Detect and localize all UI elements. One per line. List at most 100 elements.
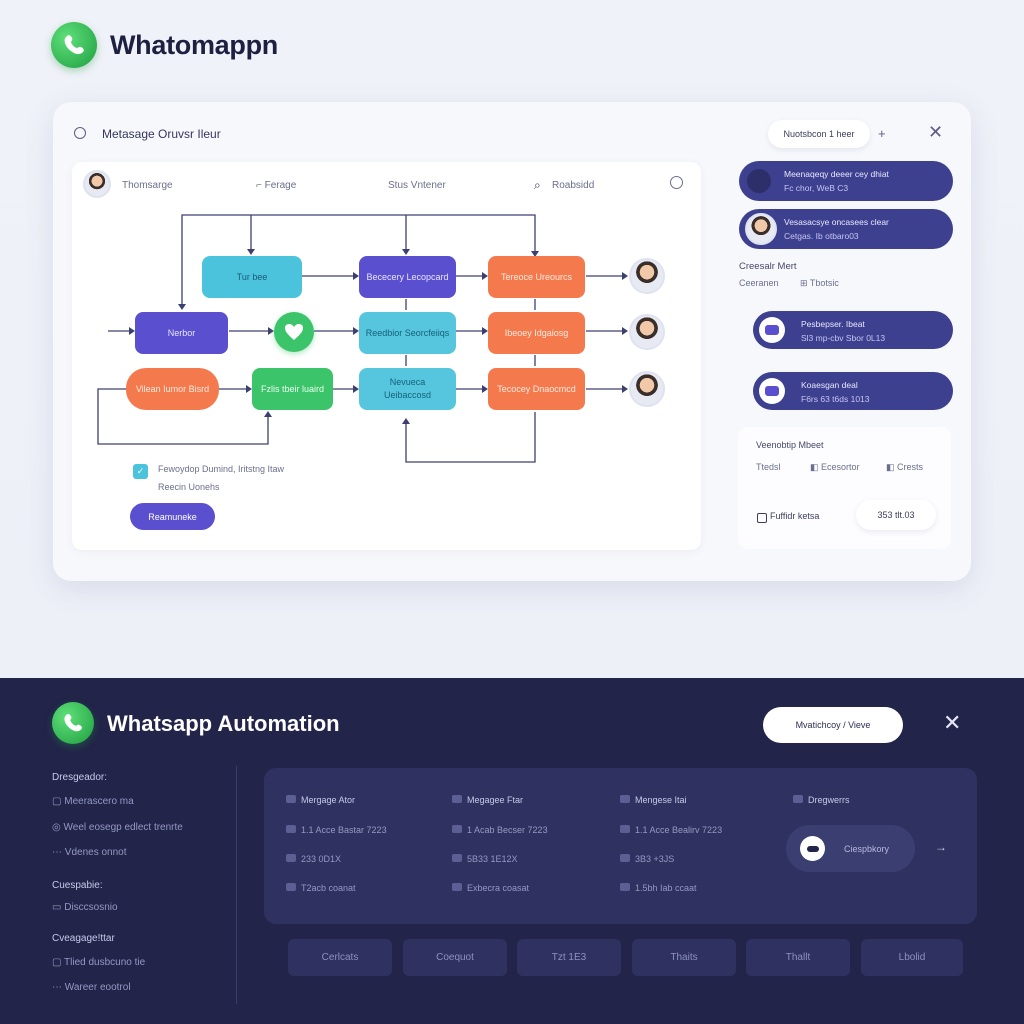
tab-3[interactable]: Tzt 1E3 [517,939,621,976]
bottom-app-title: Whatsapp Automation [107,711,340,736]
flow-node[interactable]: Reedbior Seorcfeiiqs [359,312,456,354]
tab-1[interactable]: Cerlcats [288,939,392,976]
table-cell: 1.1 Acce Bastar 7223 [301,825,387,835]
search-small-icon: ⌕ [534,178,541,192]
flow-node[interactable]: Nerbor [135,312,228,354]
table-row: 5B33 1E12X [452,854,518,864]
sidebar-item[interactable]: ▢ Meerascero ma [52,796,134,807]
search-icon[interactable] [670,176,683,189]
contact-card[interactable]: Ciespbkory [786,825,915,872]
chat-icon [759,317,785,343]
column-header: Megagee Ftar [452,795,523,805]
checkbox[interactable]: ✓ [133,464,148,479]
section-item-2-text: Tbotsic [809,278,839,288]
tab-2[interactable]: Coequot [403,939,507,976]
table-row: 1.5bh Iab ccaat [620,883,697,893]
pill-line-1: Vesasacsye oncasees clear [784,217,889,227]
pill-line-1: Koaesgan deal [801,380,858,390]
app-title: Whatomappn [110,30,278,60]
legend-line-2: Reecin Uonehs [158,482,220,492]
table-row: 233 0D1X [286,854,341,864]
action-pill[interactable]: Koaesgan deal F6rs 63 t6ds 1013 [753,372,953,410]
sidebar-heading: Cuespabie: [52,880,103,891]
message-pill[interactable]: Meenaqeqy deeer cey dhiat Fc chor, WeB C… [739,161,953,201]
column-header-text: Dregwerrs [808,795,850,805]
arrow-right-icon[interactable]: → [935,840,947,854]
message-pill[interactable]: Vesasacsye oncasees clear Cetgas. Ib otb… [739,209,953,249]
table-cell: 1.1 Acce Bealirv 7223 [635,825,723,835]
message-icon [74,127,86,139]
flow-canvas [72,162,701,550]
table-row: 1.1 Acce Bastar 7223 [286,825,387,835]
table-row: 3B3 +3JS [620,854,674,864]
heart-icon[interactable] [274,312,314,352]
table-cell: Exbecra coasat [467,883,530,893]
tab-6[interactable]: Lbolid [861,939,963,976]
table-row: T2acb coanat [286,883,356,893]
flow-node[interactable]: Bececery Lecopcard [359,256,456,298]
flow-node[interactable]: Ibeoey Idgaiosg [488,312,585,354]
summary-checkbox[interactable] [757,513,767,523]
contact-avatar [629,371,665,407]
column-header: Dregwerrs [793,795,850,805]
table-cell: 3B3 +3JS [635,854,675,864]
column-header-text: Mergage Ator [301,795,356,805]
table-row: 1.1 Acce Bealirv 7223 [620,825,722,835]
sidebar-item-label: Disccsosnio [64,902,118,913]
section-title: Creesalr Mert [739,261,797,272]
column-header: Mengese Itai [620,795,687,805]
header-button[interactable]: Mvatichcoy / Vieve [763,707,903,743]
whatsapp-logo-icon [52,702,94,744]
tab-5[interactable]: Thallt [746,939,850,976]
sidebar-item[interactable]: ◎ Weel eosegp edlect trenrte [52,822,183,833]
pill-line-1: Meenaqeqy deeer cey dhiat [784,169,889,179]
close-icon[interactable]: ✕ [943,710,962,735]
flow-node[interactable]: Tur bee [202,256,302,298]
table-row: 1 Acab Becser 7223 [452,825,548,835]
contact-avatar [629,258,665,294]
summary-col-1: Ttedsl [756,462,781,472]
pill-line-2: Sl3 mp-cbv Sbor 0L13 [801,333,886,343]
summary-title: Veenobtip Mbeet [756,440,824,450]
summary-label: Fuffidr ketsa [770,511,820,521]
sidebar-item[interactable]: ⋯ Wareer eootrol [52,982,131,993]
sidebar-heading: Dresgeador: [52,772,108,783]
pill-line-2: Cetgas. Ib otbaro03 [784,231,859,241]
column-header: Mergage Ator [286,795,355,805]
chat-icon [800,836,825,861]
sidebar-item[interactable]: ▭ Disccsosnio [52,902,118,913]
chat-icon [759,378,785,404]
flow-node[interactable]: Fzlis tbeir luaird [252,368,333,410]
add-icon[interactable]: + [878,126,886,141]
pill-icon [747,169,771,193]
canvas-header-label-3: Stus Vntener [388,180,446,191]
flow-node[interactable]: Vilean Iumor Bisrd [126,368,219,410]
canvas-header-label-4: Roabsidd [552,180,595,191]
sidebar-item-label: Meerascero ma [64,796,134,807]
flow-node[interactable]: Tecocey Dnaocmcd [488,368,585,410]
table-cell: 1.5bh Iab ccaat [635,883,697,893]
summary-col-2-text: Ecesortor [821,462,860,472]
sidebar-heading: Cveagage!ttar [52,933,115,944]
table-row: Exbecra coasat [452,883,529,893]
summary-value[interactable]: 353 tlt.03 [856,500,936,530]
pill-line-1: Pesbepser. Ibeat [801,319,865,329]
sidebar-item-label: Vdenes onnot [64,847,127,858]
sidebar-item-label: Wareer eootrol [64,982,131,993]
whatsapp-logo-icon [51,22,97,68]
canvas-action-button[interactable]: Reamuneke [130,503,215,530]
sidebar-divider [236,766,237,1004]
flow-node[interactable]: Nevueca Ueibaccosd [359,368,456,410]
contact-avatar [629,314,665,350]
flow-node[interactable]: Tereoce Ureourcs [488,256,585,298]
canvas-header-label-2: ⌐ Ferage [256,180,297,191]
tab-4[interactable]: Thaits [632,939,736,976]
sidebar-item-label: Weel eosegp edlect trenrte [63,822,183,833]
sidebar-item[interactable]: ⋯ Vdenes onnot [52,847,127,858]
canvas-header-label-2-text: Ferage [264,180,297,191]
close-icon[interactable]: ✕ [928,122,944,142]
sidebar-item[interactable]: ▢ Tlied dusbcuno tie [52,957,146,968]
action-pill[interactable]: Pesbepser. Ibeat Sl3 mp-cbv Sbor 0L13 [753,311,953,349]
pill-line-2: F6rs 63 t6ds 1013 [801,394,870,404]
card-action-button[interactable]: Nuotsbcon 1 heer [768,120,870,148]
